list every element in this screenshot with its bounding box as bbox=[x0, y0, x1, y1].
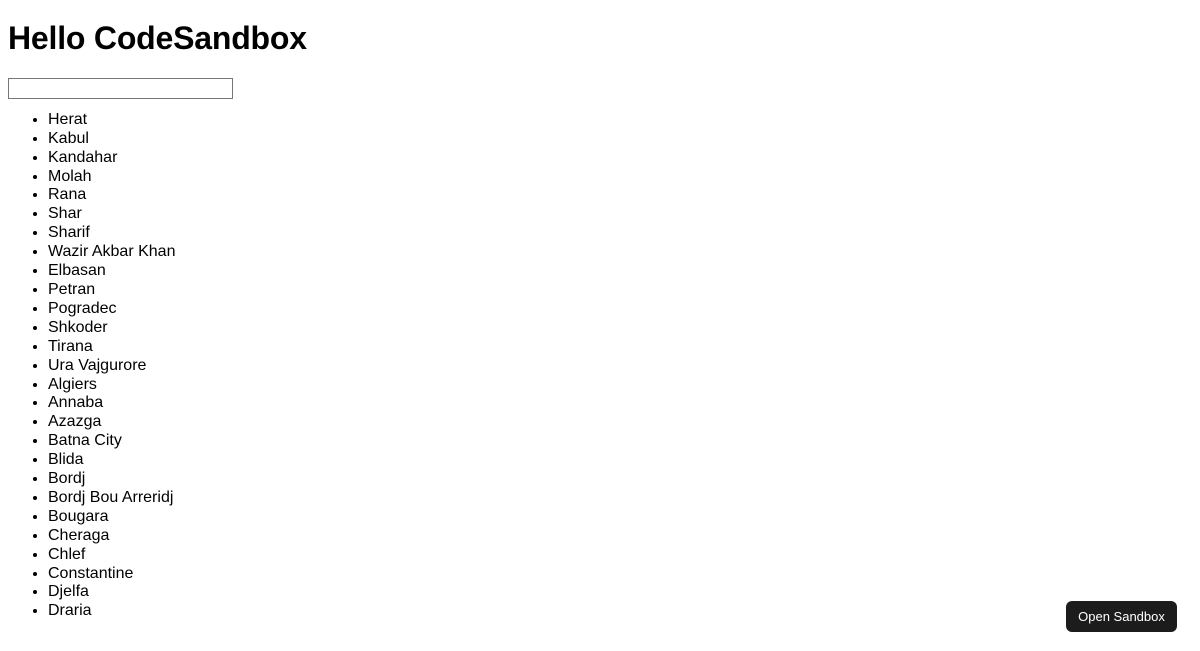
list-item: Herat bbox=[48, 111, 1192, 130]
list-item: Molah bbox=[48, 168, 1192, 187]
list-item: Petran bbox=[48, 281, 1192, 300]
list-item: Draria bbox=[48, 602, 1192, 621]
search-input[interactable] bbox=[8, 77, 233, 99]
list-item: Elbasan bbox=[48, 262, 1192, 281]
list-item: Shar bbox=[48, 205, 1192, 224]
list-item: Rana bbox=[48, 186, 1192, 205]
open-sandbox-button[interactable]: Open Sandbox bbox=[1066, 601, 1177, 632]
list-item: Batna City bbox=[48, 432, 1192, 451]
list-item: Chlef bbox=[48, 546, 1192, 565]
list-item: Tirana bbox=[48, 338, 1192, 357]
page-title: Hello CodeSandbox bbox=[8, 20, 307, 56]
list-item: Bordj bbox=[48, 470, 1192, 489]
list-item: Kandahar bbox=[48, 149, 1192, 168]
list-item: Shkoder bbox=[48, 319, 1192, 338]
list-item: Constantine bbox=[48, 565, 1192, 584]
list-item: Annaba bbox=[48, 394, 1192, 413]
list-item: Bordj Bou Arreridj bbox=[48, 489, 1192, 508]
list-item: Bougara bbox=[48, 508, 1192, 527]
page-content: Hello CodeSandbox HeratKabulKandaharMola… bbox=[8, 20, 1192, 621]
list-item: Sharif bbox=[48, 224, 1192, 243]
list-item: Djelfa bbox=[48, 583, 1192, 602]
list-item: Wazir Akbar Khan bbox=[48, 243, 1192, 262]
open-sandbox-label: Open Sandbox bbox=[1078, 609, 1165, 624]
list-item: Ura Vajgurore bbox=[48, 357, 1192, 376]
city-list: HeratKabulKandaharMolahRanaSharSharifWaz… bbox=[8, 111, 1192, 621]
list-item: Cheraga bbox=[48, 527, 1192, 546]
list-item: Blida bbox=[48, 451, 1192, 470]
list-item: Kabul bbox=[48, 130, 1192, 149]
list-item: Pogradec bbox=[48, 300, 1192, 319]
list-item: Algiers bbox=[48, 376, 1192, 395]
list-item: Azazga bbox=[48, 413, 1192, 432]
